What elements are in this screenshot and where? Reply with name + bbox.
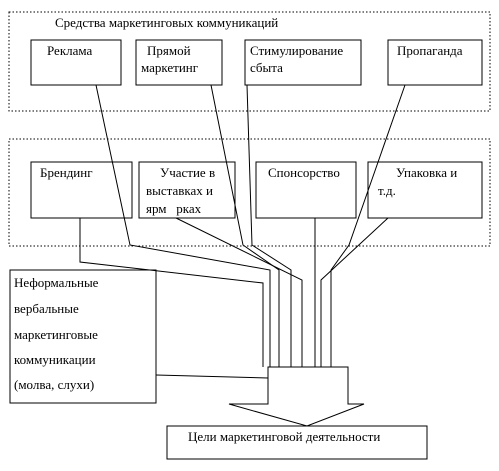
- box-exhibitions: [138, 161, 236, 219]
- box-exhibitions-line2: выставках и: [146, 183, 213, 198]
- connector-branding: [79, 218, 264, 367]
- box-exhibitions-line1: Участие в: [160, 165, 215, 180]
- box-sales-promotion: [244, 39, 362, 86]
- box-packaging: [367, 161, 483, 219]
- box-sales-promotion-line2: сбыта: [250, 60, 283, 75]
- box-sponsorship: [255, 161, 357, 219]
- box-propaganda-label: Пропаганда: [397, 43, 463, 58]
- box-advertising: [30, 39, 122, 86]
- box-sales-promotion-line1: Стимулирование: [250, 43, 343, 58]
- connector-sales-promotion: [246, 84, 292, 367]
- connector-packaging: [320, 217, 389, 367]
- box-informal-communications: [9, 269, 157, 404]
- box-propaganda: [387, 39, 483, 86]
- informal-line4: коммуникации: [14, 352, 96, 367]
- goal-arrow: [228, 366, 365, 427]
- group1-title: Средства маркетинговых коммуникаций: [55, 15, 278, 30]
- group-marketing-communications: [8, 11, 491, 112]
- goal-label: Цели маркетинговой деятельности: [188, 429, 380, 444]
- informal-line2: вербальные: [14, 301, 79, 316]
- goal-box: [166, 425, 428, 460]
- box-sponsorship-label: Спонсорство: [268, 165, 340, 180]
- connector-advertising: [95, 84, 271, 367]
- connector-informal: [155, 374, 269, 379]
- box-direct-marketing-line2: маркетинг: [141, 60, 198, 75]
- informal-line3: маркетинговые: [14, 327, 98, 342]
- connector-propaganda: [330, 84, 406, 367]
- box-branding: [30, 161, 133, 219]
- connector-direct-marketing: [210, 84, 280, 367]
- box-branding-label: Брендинг: [40, 165, 93, 180]
- box-packaging-line1: Упаковка и: [396, 165, 457, 180]
- box-direct-marketing-line1: Прямой: [147, 43, 191, 58]
- box-packaging-line2: т.д.: [378, 183, 396, 198]
- box-exhibitions-line3: ярм рках: [146, 201, 202, 216]
- connector-exhibitions: [175, 217, 303, 367]
- informal-line1: Неформальные: [14, 275, 99, 290]
- box-direct-marketing: [135, 39, 223, 86]
- box-advertising-label: Реклама: [47, 43, 93, 58]
- informal-line5: (молва, слухи): [14, 377, 94, 392]
